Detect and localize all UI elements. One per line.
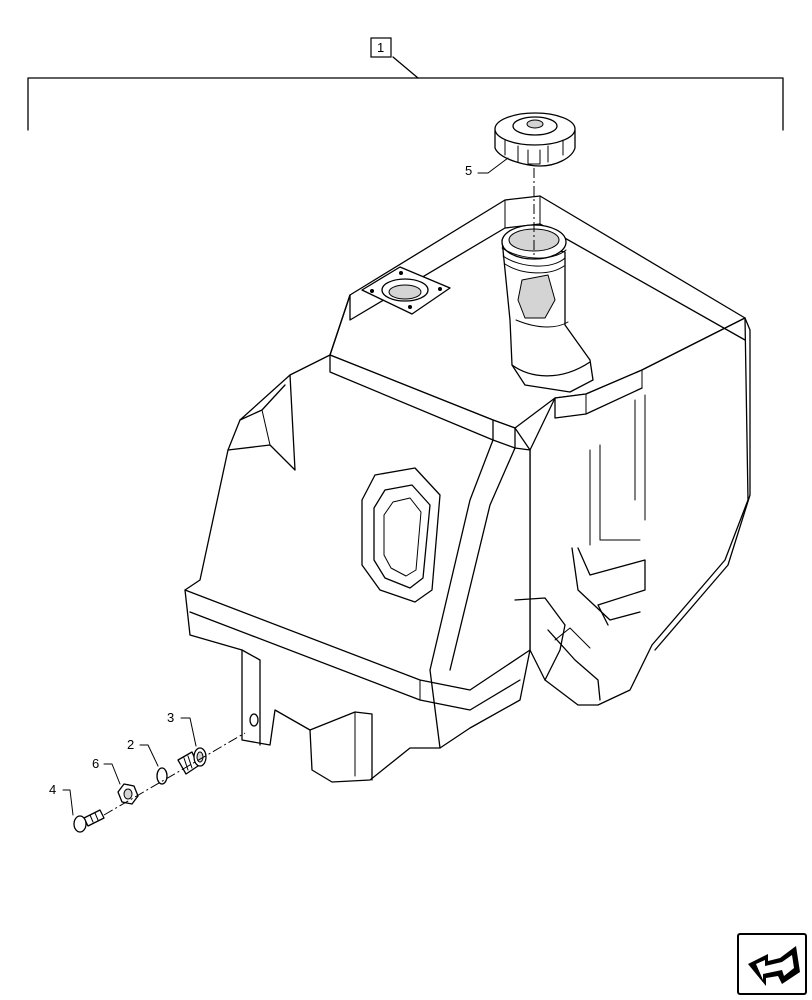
filler-neck bbox=[501, 224, 594, 393]
o-ring bbox=[156, 767, 168, 785]
hex-nut bbox=[117, 783, 139, 805]
callout-1: 1 bbox=[377, 40, 384, 55]
callout-3-leader: 3 bbox=[167, 710, 197, 747]
top-access-flange bbox=[361, 266, 451, 315]
callout-3: 3 bbox=[167, 710, 174, 725]
callout-4: 4 bbox=[49, 782, 56, 797]
bolt bbox=[73, 809, 105, 833]
callout-5-leader: 5 bbox=[465, 157, 509, 178]
callout-5: 5 bbox=[465, 163, 472, 178]
callout-6: 6 bbox=[92, 756, 99, 771]
hydraulic-tank bbox=[184, 195, 751, 783]
filler-cap bbox=[494, 112, 576, 167]
callout-4-leader: 4 bbox=[49, 782, 74, 816]
next-page-arrow-icon[interactable] bbox=[737, 933, 807, 995]
drain-port bbox=[249, 713, 259, 727]
callout-6-leader: 6 bbox=[92, 756, 121, 785]
sight-window bbox=[361, 467, 441, 603]
callout-2: 2 bbox=[127, 737, 134, 752]
callout-2-leader: 2 bbox=[127, 737, 159, 767]
assembly-bracket: 1 bbox=[27, 37, 784, 131]
drain-plug bbox=[177, 747, 207, 775]
